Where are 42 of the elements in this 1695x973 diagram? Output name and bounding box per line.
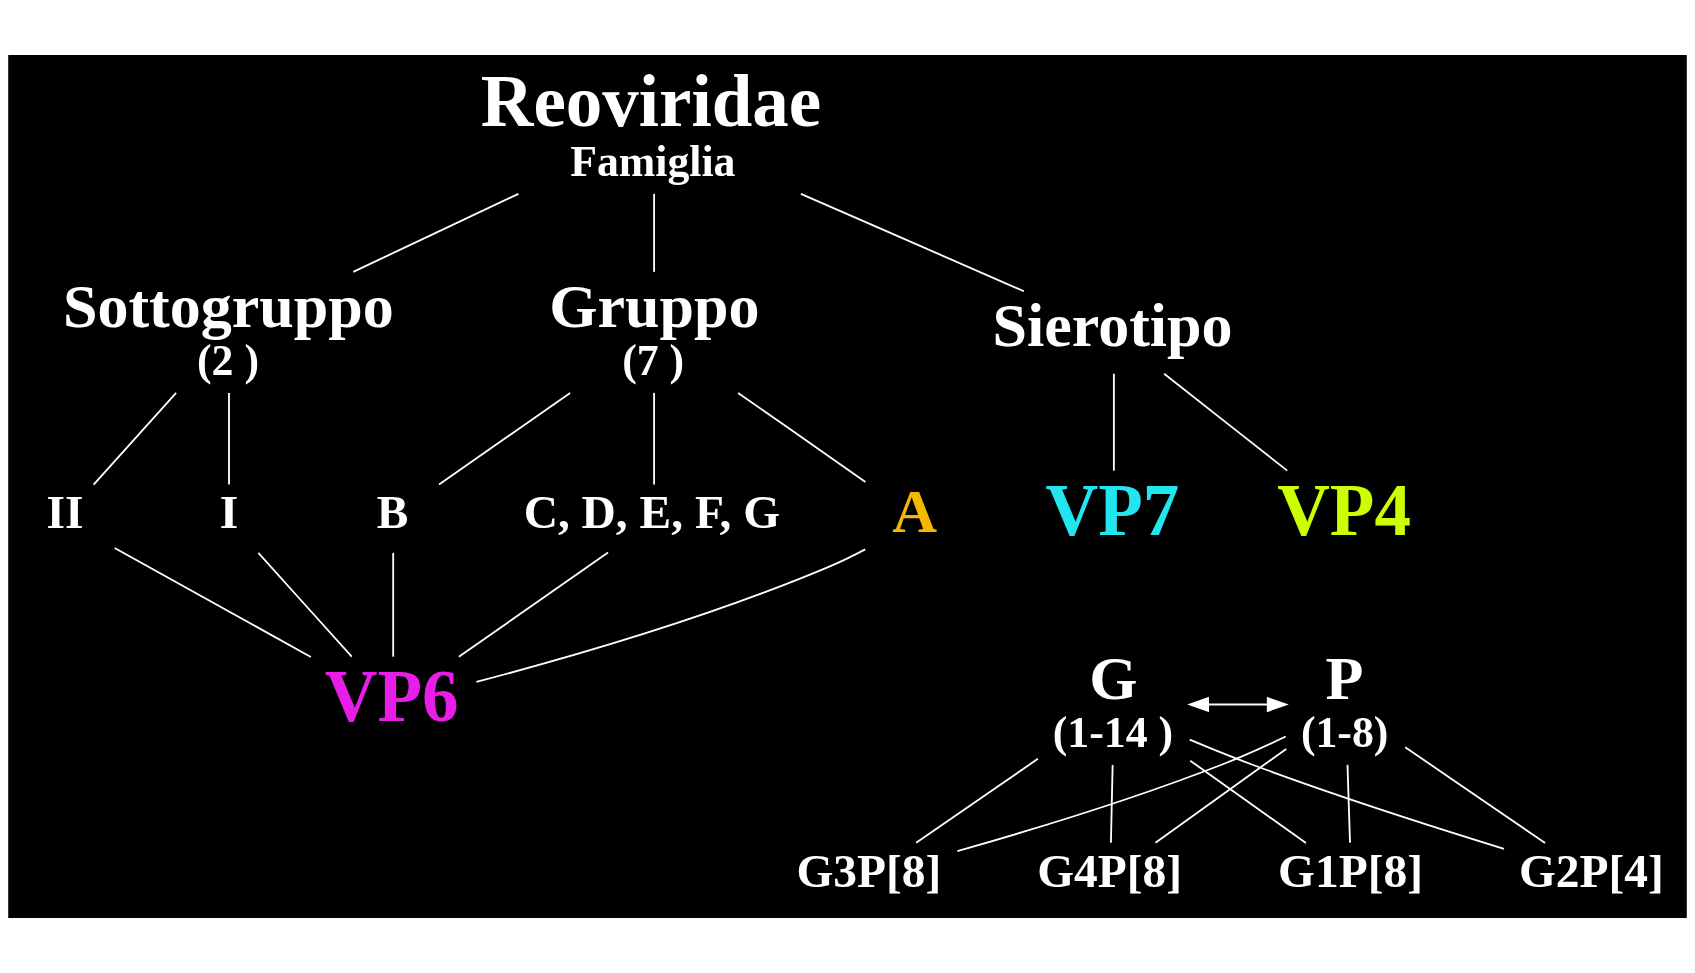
connector: [257, 551, 353, 658]
connector: [475, 548, 867, 683]
connector: [737, 391, 867, 483]
connector: [1112, 372, 1115, 472]
node-text: Reoviridae Famiglia: [480, 61, 822, 185]
connector: [1189, 759, 1307, 844]
node-text: C, D, E, F, G: [523, 486, 781, 539]
arrow: [1187, 696, 1289, 713]
node-text: Gruppo (7 ): [549, 272, 760, 384]
connector: [1154, 748, 1288, 844]
connector: [92, 391, 178, 486]
connector: [352, 192, 520, 273]
node-text: VP4: [1277, 469, 1411, 551]
node-text: A: [892, 477, 937, 546]
node-text: I: [219, 486, 239, 539]
connector: [915, 757, 1039, 844]
connector: [1188, 738, 1505, 850]
connector: [392, 551, 395, 658]
node-text: VP6: [324, 655, 459, 737]
connector: [799, 192, 1025, 293]
node-text: G1P[8]: [1278, 844, 1423, 897]
node-text: G2P[4]: [1518, 844, 1664, 897]
node-text: Sottogruppo (2 ): [62, 272, 394, 384]
node-text: G (1-14 ): [1052, 644, 1174, 756]
node-text: G3P[8]: [796, 844, 942, 897]
node-text: II: [46, 486, 84, 539]
connector: [1404, 746, 1547, 844]
connector: [653, 192, 655, 273]
node-text: P (1-8): [1300, 644, 1389, 756]
connector: [228, 391, 230, 486]
connector: [1163, 372, 1289, 472]
connector: [457, 551, 609, 658]
connector: [1346, 764, 1351, 844]
node-text: Sierotipo: [992, 291, 1233, 360]
connector: [438, 391, 572, 486]
node-text: G4P[8]: [1037, 844, 1183, 897]
connector: [113, 547, 312, 658]
node-text: B: [376, 486, 409, 539]
connector: [1110, 764, 1114, 844]
connector: [956, 735, 1287, 853]
connector: [653, 391, 655, 486]
node-text: VP7: [1045, 469, 1180, 551]
